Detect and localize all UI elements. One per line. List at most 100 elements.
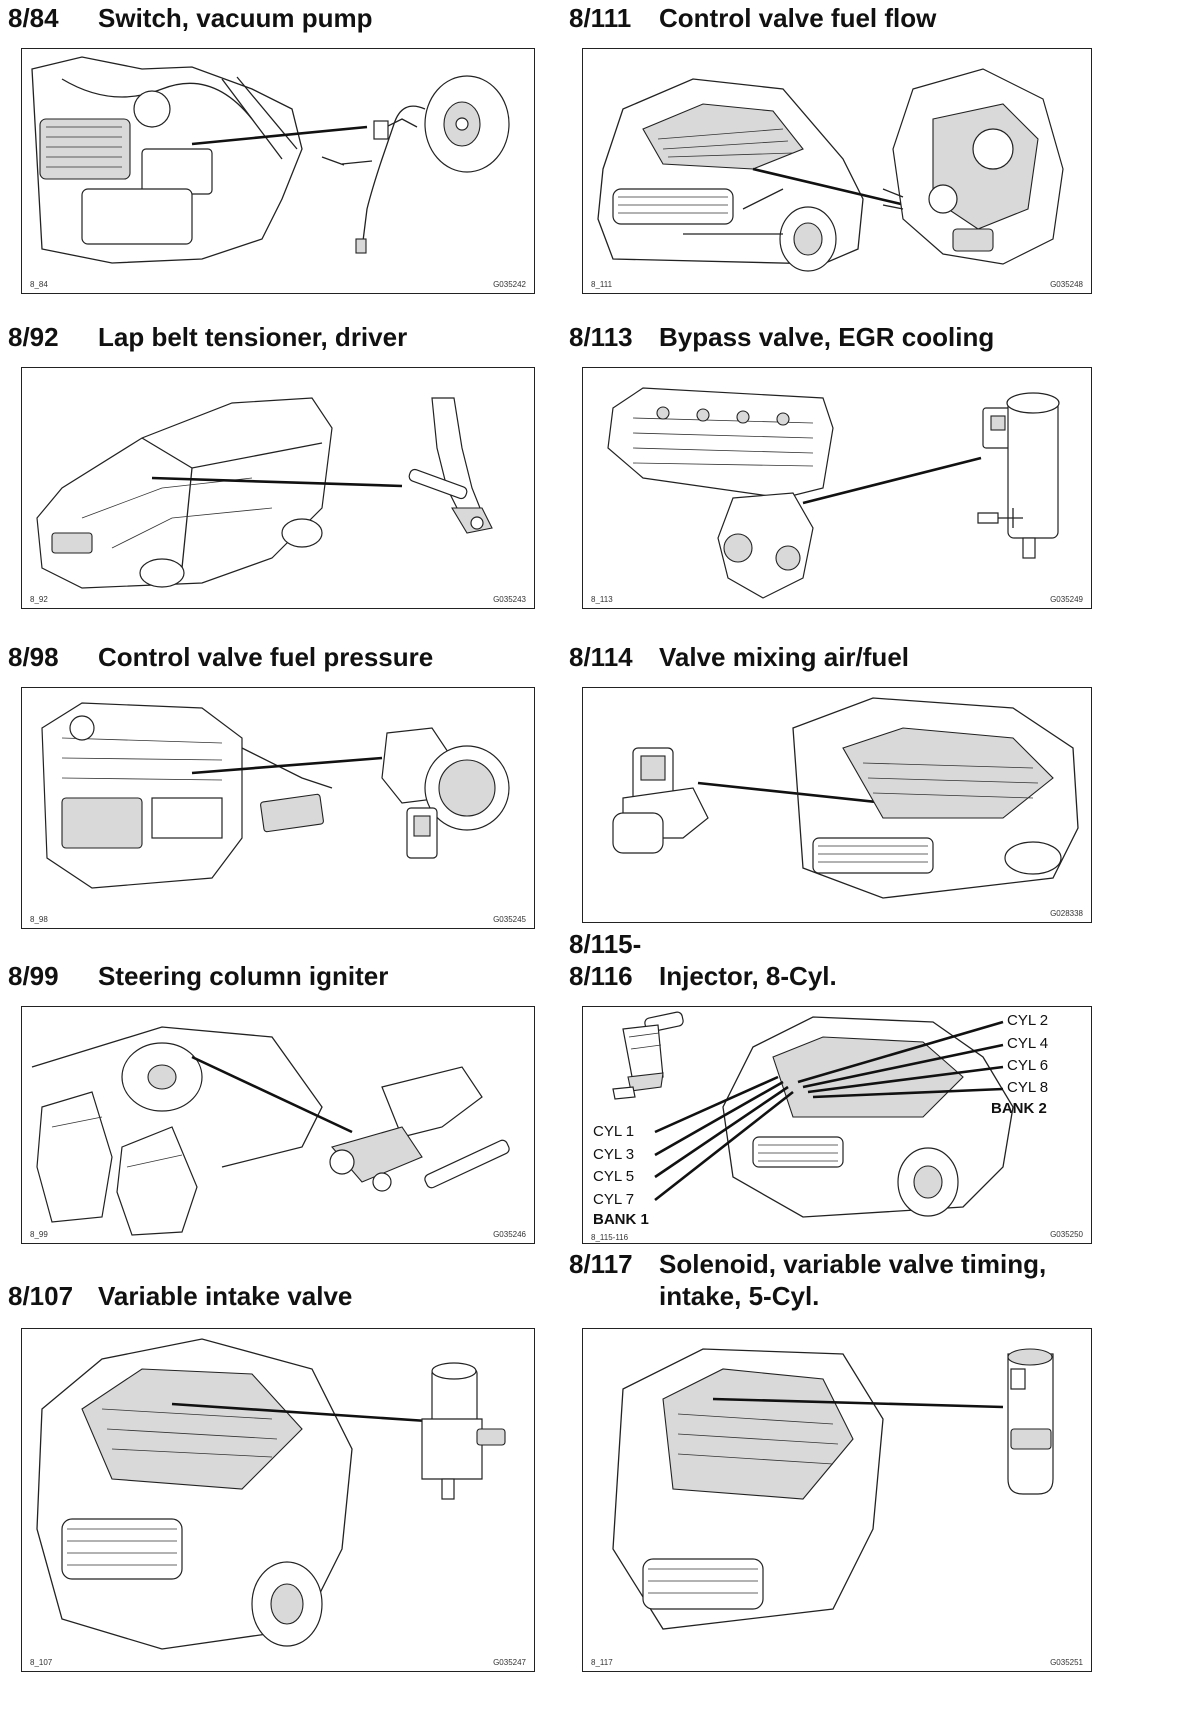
section-code: 8/84 — [8, 3, 59, 33]
section-code: 8/116 — [569, 961, 633, 991]
figure-ref-left: 8_117 — [591, 1658, 613, 1667]
section-code: 8/98 — [8, 642, 59, 672]
section-title: Variable intake valve — [98, 1281, 353, 1311]
cyl-label: CYL 3 — [593, 1146, 635, 1163]
figure-ref-right: G035246 — [493, 1230, 526, 1239]
figure-control-valve-fuel-pressure: 8_98 G035245 — [21, 687, 535, 929]
section-code: 8/107 — [8, 1281, 74, 1311]
section-code: 8/117 — [569, 1249, 633, 1279]
figure-valve-mixing-air-fuel: G028338 — [582, 687, 1092, 923]
figure-injector-8-cyl: CYL 2 CYL 4 CYL 6 CYL 8 BANK 2 CYL 1 CYL… — [582, 1006, 1092, 1244]
section-heading: 8/107 Variable intake valve — [8, 1280, 352, 1312]
engine-bay-injector-drawing — [612, 1011, 1014, 1218]
section-code: 8/111 — [569, 3, 632, 33]
section-heading: 8/115- 8/116 Injector, 8-Cyl. — [569, 928, 837, 992]
figure-steering-column-igniter: 8_99 G035246 — [21, 1006, 535, 1244]
section-heading: 8/117 Solenoid, variable valve timing, i… — [569, 1248, 1046, 1312]
section-code-range-start: 8/115- — [569, 929, 642, 959]
section-heading: 8/98 Control valve fuel pressure — [8, 641, 433, 673]
section-heading: 8/84 Switch, vacuum pump — [8, 2, 373, 34]
figure-ref-right: G035251 — [1050, 1658, 1083, 1667]
cyl-label: CYL 5 — [593, 1168, 635, 1185]
section-8-113: 8/113 Bypass valve, EGR cooling 8_113 G — [569, 321, 1099, 621]
section-title: Control valve fuel flow — [659, 3, 937, 33]
section-heading: 8/113 Bypass valve, EGR cooling — [569, 321, 994, 353]
interior-drawing — [31, 1026, 510, 1236]
section-title: Steering column igniter — [98, 961, 389, 991]
cyl-label: CYL 6 — [1007, 1057, 1049, 1074]
section-title: Valve mixing air/fuel — [659, 642, 909, 672]
figure-ref-right: G035248 — [1050, 280, 1083, 289]
figure-ref-right: G035245 — [493, 915, 526, 924]
figure-ref-right: G035247 — [493, 1658, 526, 1667]
bypass-valve-icon — [977, 392, 1060, 559]
section-code: 8/114 — [569, 642, 633, 672]
figure-lap-belt-tensioner: 8_92 G035243 — [21, 367, 535, 609]
section-title: Lap belt tensioner, driver — [98, 322, 408, 352]
engine-block-drawing — [607, 387, 1060, 599]
section-heading: 8/99 Steering column igniter — [8, 960, 388, 992]
cyl-label: CYL 8 — [1007, 1079, 1049, 1096]
pressure-valve-icon — [381, 727, 510, 859]
injector-icon — [612, 1011, 684, 1100]
car-front-engine-drawing — [612, 697, 1079, 899]
section-8-98: 8/98 Control valve fuel pressure 8_98 G0… — [8, 641, 538, 941]
figure-variable-intake-valve: 8_107 G035247 — [21, 1328, 535, 1672]
section-title: Solenoid, variable valve timing, — [659, 1249, 1047, 1279]
section-title: Switch, vacuum pump — [98, 3, 373, 33]
fuel-pump-icon — [882, 68, 1064, 265]
figure-ref-left: 8_92 — [30, 595, 48, 604]
section-8-111: 8/111 Control valve fuel flow 8_111 G035… — [569, 2, 1099, 302]
section-8-99: 8/99 Steering column igniter 8_99 G03524… — [8, 960, 538, 1260]
figure-ref-right: G035249 — [1050, 595, 1083, 604]
figure-ref-left: 8_98 — [30, 915, 48, 924]
car-cutaway-drawing — [36, 397, 493, 589]
cyl-label: CYL 2 — [1007, 1012, 1049, 1029]
section-code: 8/99 — [8, 961, 59, 991]
bank-label: BANK 2 — [991, 1100, 1047, 1117]
section-8-92: 8/92 Lap belt tensioner, driver 8_92 G03… — [8, 321, 538, 621]
section-heading: 8/111 Control valve fuel flow — [569, 2, 936, 34]
section-title: Control valve fuel pressure — [98, 642, 434, 672]
engine-drawing — [41, 702, 510, 889]
section-8-84: 8/84 Switch, vacuum pump 8_ — [8, 2, 538, 302]
section-heading: 8/92 Lap belt tensioner, driver — [8, 321, 407, 353]
section-title: Bypass valve, EGR cooling — [659, 322, 995, 352]
car-front-drawing — [36, 1338, 506, 1650]
cyl-label: CYL 4 — [1007, 1035, 1049, 1052]
seatbelt-tensioner-icon — [408, 397, 493, 534]
section-8-115-116: 8/115- 8/116 Injector, 8-Cyl. — [569, 928, 1099, 1258]
figure-ref-right: G028338 — [1050, 909, 1083, 918]
figure-ref-left: 8_113 — [591, 595, 613, 604]
figure-ref-left: 8_111 — [591, 280, 613, 289]
vacuum-booster-icon — [321, 75, 510, 254]
section-title-line2: intake, 5-Cyl. — [659, 1281, 820, 1311]
figure-ref-left: 8_115-116 — [591, 1233, 629, 1242]
figure-bypass-valve-egr: 8_113 G035249 — [582, 367, 1092, 609]
figure-ref-right: G035242 — [493, 280, 526, 289]
car-front-drawing — [597, 68, 1064, 272]
figure-ref-left: 8_84 — [30, 280, 48, 289]
figure-ref-right: G035243 — [493, 595, 526, 604]
figure-solenoid-variable-valve-timing: 8_117 G035251 — [582, 1328, 1092, 1672]
mixing-valve-icon — [612, 747, 709, 854]
solenoid-icon — [1007, 1348, 1054, 1495]
figure-vacuum-pump-switch: 8_84 G035242 — [21, 48, 535, 294]
figure-ref-left: 8_99 — [30, 1230, 48, 1239]
engine-bay-drawing — [612, 1348, 1054, 1630]
cyl-label: CYL 1 — [593, 1123, 635, 1140]
engine-bay-drawing — [31, 56, 510, 264]
figure-ref-right: G035250 — [1050, 1230, 1083, 1239]
section-8-114: 8/114 Valve mixing air/fuel G028338 — [569, 641, 1099, 941]
cyl-label: CYL 7 — [593, 1191, 635, 1208]
bank-label: BANK 1 — [593, 1211, 649, 1228]
section-code: 8/113 — [569, 322, 633, 352]
section-8-117: 8/117 Solenoid, variable valve timing, i… — [569, 1248, 1099, 1698]
steering-column-icon — [329, 1066, 510, 1192]
figure-control-valve-fuel-flow: 8_111 G035248 — [582, 48, 1092, 294]
section-heading: 8/114 Valve mixing air/fuel — [569, 641, 909, 673]
section-code: 8/92 — [8, 322, 59, 352]
figure-ref-left: 8_107 — [30, 1658, 53, 1667]
section-8-107: 8/107 Variable intake valve 8_107 G03524… — [8, 1280, 538, 1700]
solenoid-valve-icon — [421, 1362, 506, 1500]
